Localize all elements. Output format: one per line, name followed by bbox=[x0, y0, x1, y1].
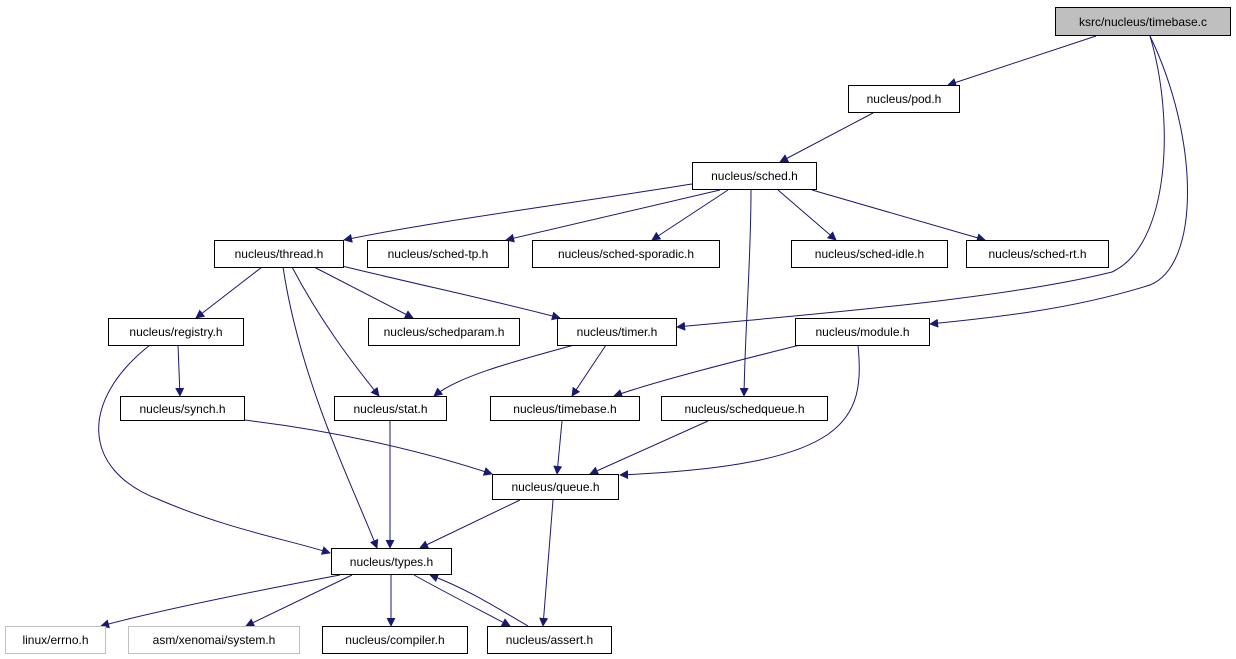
edge-queue-to-assert bbox=[539, 499, 554, 627]
edge-sched-to-sched-idle bbox=[777, 189, 837, 241]
edge-sched-to-sched-sporadic bbox=[651, 189, 729, 241]
node-nucleus-module-h[interactable]: nucleus/module.h bbox=[795, 318, 930, 346]
edge-thread-to-schedparam bbox=[313, 266, 414, 319]
node-nucleus-timer-h[interactable]: nucleus/timer.h bbox=[557, 318, 677, 346]
edge-registry-to-synch bbox=[175, 344, 185, 397]
edge-thread-to-types bbox=[282, 266, 379, 549]
edge-sched-to-schedqueue bbox=[739, 189, 752, 397]
edge-pod-to-sched bbox=[779, 112, 874, 163]
node-nucleus-queue-h[interactable]: nucleus/queue.h bbox=[492, 474, 619, 500]
node-nucleus-sched-tp-h[interactable]: nucleus/sched-tp.h bbox=[367, 240, 509, 268]
edge-types-to-system bbox=[245, 574, 353, 627]
node-nucleus-stat-h[interactable]: nucleus/stat.h bbox=[334, 396, 447, 421]
node-nucleus-assert-h[interactable]: nucleus/assert.h bbox=[487, 626, 612, 654]
edge-queue-to-types bbox=[419, 499, 521, 549]
node-nucleus-timebase-h[interactable]: nucleus/timebase.h bbox=[490, 396, 640, 421]
edge-module-to-queue bbox=[619, 344, 860, 480]
edge-timebase-c-to-pod bbox=[947, 35, 1097, 87]
edge-timer-to-stat bbox=[433, 344, 575, 397]
node-nucleus-sched-idle-h[interactable]: nucleus/sched-idle.h bbox=[791, 240, 948, 268]
edge-synch-to-queue bbox=[243, 419, 493, 476]
node-nucleus-pod-h[interactable]: nucleus/pod.h bbox=[848, 85, 960, 113]
edge-timer-to-timebase-h bbox=[571, 344, 607, 397]
node-nucleus-compiler-h[interactable]: nucleus/compiler.h bbox=[322, 626, 468, 654]
node-asm-xenomai-system-h: asm/xenomai/system.h bbox=[128, 626, 300, 654]
node-nucleus-synch-h[interactable]: nucleus/synch.h bbox=[120, 396, 245, 421]
edge-types-to-assert bbox=[413, 574, 511, 627]
node-nucleus-sched-sporadic-h[interactable]: nucleus/sched-sporadic.h bbox=[532, 240, 720, 268]
node-nucleus-schedparam-h[interactable]: nucleus/schedparam.h bbox=[368, 318, 520, 346]
edge-assert-to-types bbox=[429, 573, 529, 627]
edge-timebase-c-to-timer bbox=[676, 35, 1165, 331]
edge-registry-to-types bbox=[98, 344, 331, 555]
edge-thread-to-stat bbox=[291, 266, 380, 397]
edge-sched-to-thread bbox=[343, 183, 693, 243]
edge-timebase-h-to-queue bbox=[553, 420, 563, 475]
node-nucleus-sched-rt-h[interactable]: nucleus/sched-rt.h bbox=[966, 240, 1109, 268]
node-linux-errno-h: linux/errno.h bbox=[5, 626, 106, 654]
edge-timebase-c-to-module bbox=[929, 35, 1188, 328]
edge-sched-to-sched-tp bbox=[505, 189, 721, 243]
edge-types-to-errno bbox=[100, 574, 341, 629]
edge-sched-to-sched-rt bbox=[811, 189, 986, 243]
edge-thread-to-timer bbox=[341, 265, 561, 321]
edge-schedqueue-to-queue bbox=[589, 420, 709, 475]
edge-thread-to-registry bbox=[195, 266, 263, 319]
node-nucleus-registry-h[interactable]: nucleus/registry.h bbox=[108, 318, 244, 346]
edge-module-to-timebase-h bbox=[613, 344, 801, 398]
node-nucleus-thread-h[interactable]: nucleus/thread.h bbox=[214, 240, 344, 268]
node-nucleus-types-h[interactable]: nucleus/types.h bbox=[331, 548, 452, 575]
node-nucleus-sched-h[interactable]: nucleus/sched.h bbox=[692, 162, 817, 190]
node-ksrc-nucleus-timebase-c: ksrc/nucleus/timebase.c bbox=[1055, 7, 1231, 36]
node-nucleus-schedqueue-h[interactable]: nucleus/schedqueue.h bbox=[661, 396, 828, 421]
